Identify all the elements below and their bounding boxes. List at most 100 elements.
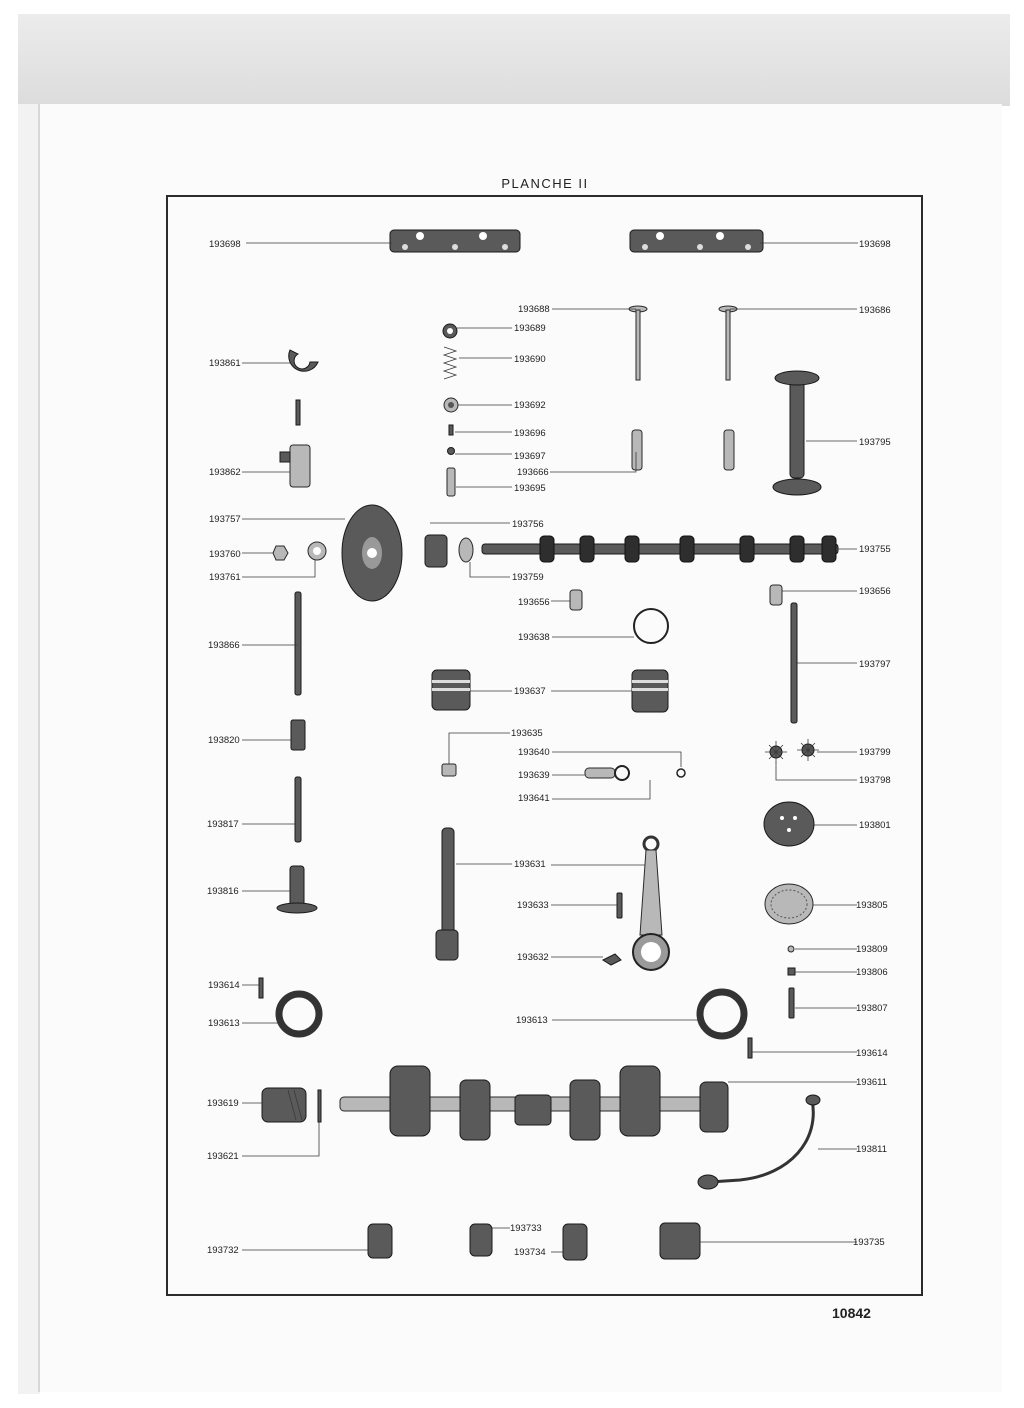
part-number-label: 193656 [859,586,891,597]
camshaft-flange [424,534,448,568]
part-number-label: 193866 [208,640,240,651]
valve-collar [447,447,455,455]
crankshaft-gear [261,1087,307,1123]
oil-pump-cover [763,801,815,847]
part-number-labels: 193698 193698 193688 193686 193689 19369… [207,239,891,1258]
plate-number: 10842 [832,1305,871,1321]
pin-ring [614,765,630,781]
part-number-label: 193733 [510,1223,542,1234]
part-number-label: 193805 [856,900,888,911]
small-screw [295,399,301,426]
sheet-edge [18,104,40,1394]
part-number-label: 193641 [518,793,550,804]
part-number-label: 193799 [859,747,891,758]
part-number-label: 193656 [518,597,550,608]
rocker-shaft-bracket-left [389,229,521,253]
part-number-label: 193732 [207,1245,239,1256]
part-number-label: 193688 [518,304,550,315]
valve-spring [442,346,458,380]
conrod-bolt [616,892,623,919]
part-number-label: 193757 [209,514,241,525]
part-number-label: 193735 [853,1237,885,1248]
bearing-shell-3 [562,1223,588,1261]
part-number-label: 193734 [514,1247,546,1258]
part-number-label: 193696 [514,428,546,439]
part-number-label: 193807 [856,1003,888,1014]
part-number-label: 193635 [511,728,543,739]
part-number-label: 193614 [856,1048,888,1059]
part-number-label: 193631 [514,859,546,870]
part-number-label: 193811 [856,1144,887,1155]
connecting-rod-front [632,835,670,971]
oil-pipe [697,1094,821,1190]
gudgeon-pin [584,767,616,779]
part-number-label: 193756 [512,519,544,530]
timing-gear [341,504,403,602]
cap-screw-left [258,977,264,999]
part-number-label: 193760 [209,549,241,560]
piston-left [431,669,471,711]
part-number-label: 193755 [859,544,891,555]
part-number-label: 193798 [859,775,891,786]
tappet-guide [446,467,456,497]
scan-background-top [18,14,1010,106]
oil-pump-gear-right [797,739,819,761]
bearing-shell-1 [367,1223,393,1259]
gear-nut [272,545,289,561]
plate-title: PLANCHE II [501,176,589,191]
part-number-label: 193820 [208,735,240,746]
cotter [448,424,454,436]
part-number-label: 193613 [208,1018,240,1029]
pushrod-long [294,591,302,696]
part-number-label: 193795 [859,437,891,448]
part-number-label: 193621 [207,1151,239,1162]
part-number-label: 193638 [518,632,550,643]
leader-lines [242,242,858,1253]
part-number-label: 193637 [514,686,546,697]
main-bearing-cap-right [696,988,748,1040]
catalogue-page [38,104,1002,1392]
oil-strainer [764,883,814,925]
valve-cup-lower [443,397,459,413]
part-number-label: 193761 [209,572,241,583]
valve-left [628,305,648,381]
piston-pin-bush-right [769,584,783,606]
rocker-shaft-bracket-right [629,229,764,253]
part-number-label: 193619 [207,1098,239,1109]
part-number-label: 193613 [516,1015,548,1026]
part-number-label: 193689 [514,323,546,334]
main-bearing-cap-left [275,990,323,1038]
conrod-nut [601,953,622,966]
oil-pump-gear-left [765,741,787,763]
gear-key [317,1089,322,1123]
crankshaft [339,1065,729,1141]
piston-right [631,669,669,713]
part-number-label: 193862 [209,467,241,478]
bearing-shell-4 [659,1222,701,1260]
part-number-label: 193686 [859,305,891,316]
circlip [676,768,686,778]
valve-guide-left [631,429,643,471]
connecting-rod-side [435,827,459,961]
part-number-label: 193809 [856,944,888,955]
valve-spring-cup [442,323,458,339]
valve-right [718,305,738,381]
bushing-upper [279,444,311,488]
part-number-label: 193614 [208,980,240,991]
part-number-label: 193690 [514,354,546,365]
part-number-label: 193692 [514,400,546,411]
oil-pump-shaft [294,776,302,843]
part-number-label: 193640 [518,747,550,758]
part-number-label: 193698 [209,239,241,250]
piston-pin-small [441,763,457,777]
part-number-label: 193666 [517,467,549,478]
bearing-shell-2 [469,1223,493,1257]
part-number-label: 193632 [517,952,549,963]
part-number-label: 193817 [207,819,239,830]
part-number-label: 193797 [859,659,891,670]
pump-drive-shaft-top [290,719,306,751]
cap-screw-right [747,1037,753,1059]
part-number-label: 193816 [207,886,239,897]
pushrod-tube [772,370,822,496]
